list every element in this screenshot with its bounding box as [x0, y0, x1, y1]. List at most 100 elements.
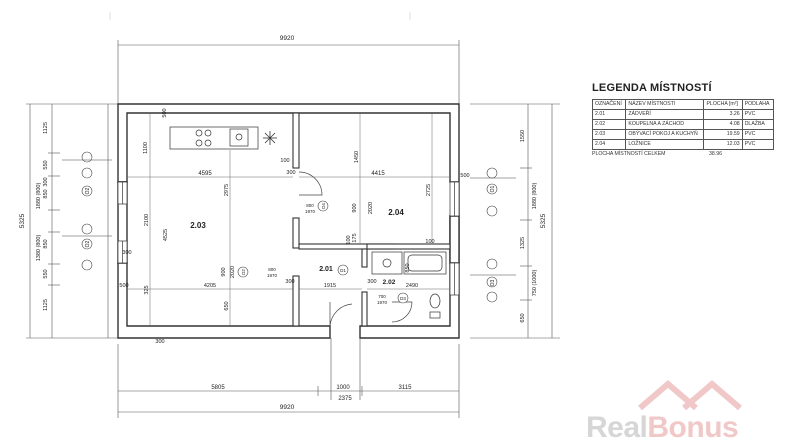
door-marks [237, 200, 409, 304]
legend-cell: LOŽNICE [625, 139, 705, 150]
dim-low-d: 900 [221, 267, 227, 276]
dim-kitchen-depth: 2975 [224, 184, 230, 196]
dim-kitchen-counter: 1100 [143, 142, 149, 154]
legend-cell: OBÝVACÍ POKOJ A KUCHYŇ [625, 129, 705, 140]
dim-left-7: 550 [43, 269, 49, 278]
dim-bottom-overall: 9920 [280, 404, 295, 411]
legend-cell: ZÁDVEŘÍ [625, 109, 705, 120]
dim-left-overall: 5325 [19, 213, 26, 228]
window-tag-o3: O3 [490, 279, 496, 286]
dim-left-5: 1380 (800) [36, 235, 42, 262]
dim-wall-d: 100 [346, 235, 352, 244]
legend-row: 2.02 KOUPELNA A ZÁCHOD 4.08 DLAŽBA [591, 119, 775, 130]
dim-right-5: 650 [520, 313, 526, 322]
logo-text-real: Real [586, 411, 648, 444]
interior-walls [292, 112, 451, 327]
dim-top-wall: 500 [162, 108, 168, 117]
doors [298, 171, 413, 327]
door-size-d3: 700 [378, 294, 386, 299]
right-dimension-lines [470, 103, 560, 339]
dim-low-c: 500 [119, 283, 128, 289]
door-mark-d2: D2 [241, 269, 246, 275]
logo-text: RealBonus [586, 411, 739, 445]
legend-cell: 2.03 [591, 129, 627, 140]
dim-wall-left-low: 300 [155, 339, 164, 345]
dim-bottom-seg-1: 5805 [211, 385, 225, 391]
legend-cell: PVC [741, 129, 775, 140]
door-size-d4-h: 1970 [305, 209, 316, 214]
dim-hall-wall: 300 [285, 279, 294, 285]
dim-right-4: 750 (1000) [532, 270, 538, 297]
windows [117, 181, 460, 296]
legend-cell: 19.59 [703, 129, 743, 140]
dim-top-overall: 9920 [280, 35, 295, 42]
dim-bath-a: 850 [405, 263, 411, 272]
left-dimension-lines [26, 103, 118, 339]
dim-low-b: 325 [144, 285, 150, 294]
legend-row: 2.01 ZÁDVEŘÍ 3.26 PVC [591, 109, 775, 120]
legend-table: OZNAČENÍ NÁZEV MÍSTNOSTI PLOCHA [m²] POD… [591, 99, 775, 150]
dim-low-e: 650 [224, 301, 230, 310]
dim-left-8: 1125 [43, 299, 49, 311]
door-size-d2-h: 1970 [267, 273, 278, 278]
legend-cell: 3.26 [703, 109, 743, 120]
logo-roof-icon [638, 380, 742, 411]
legend-cell: 12.03 [703, 139, 743, 150]
outer-walls [117, 103, 460, 339]
door-size-d2: 800 [268, 267, 276, 272]
dim-wall-left-mid: 300 [122, 250, 131, 256]
dim-left-9: 300 [43, 177, 49, 186]
dim-room-height-right-upper: 1450 [354, 151, 360, 163]
dim-right-3: 1325 [520, 237, 526, 249]
legend-header-area: PLOCHA [m²] [703, 99, 743, 110]
window-tag-o2-b: O2 [85, 240, 91, 247]
legend-cell: 4.08 [703, 119, 743, 130]
room-label-2-01: 2.01 [319, 266, 333, 273]
dim-low-g: 2020 [230, 266, 236, 278]
dim-wall-mid: 100 [280, 158, 289, 164]
legend-header-floor: PODLAHA [741, 99, 775, 110]
kitchen-counter [169, 126, 259, 150]
door-size-d3-h: 1970 [377, 300, 388, 305]
legend-total-label: PLOCHA MÍSTNOSTÍ CELKEM [592, 151, 666, 157]
legend-total: PLOCHA MÍSTNOSTÍ CELKEM 38.96 [592, 151, 722, 157]
interior-dimension-lines [127, 113, 450, 326]
room-legend: LEGENDA MÍSTNOSTÍ OZNAČENÍ NÁZEV MÍSTNOS… [591, 82, 782, 157]
dim-left-6: 850 [43, 239, 49, 248]
legend-header-row: OZNAČENÍ NÁZEV MÍSTNOSTI PLOCHA [m²] POD… [591, 99, 775, 110]
dim-right-overall: 5325 [540, 213, 547, 228]
dim-bottom-seg-2: 1000 [336, 385, 350, 391]
dim-right-1: 1550 [520, 130, 526, 142]
dim-room-height-right: 2725 [426, 184, 432, 196]
legend-row: 2.03 OBÝVACÍ POKOJ A KUCHYŇ 19.59 PVC [591, 129, 775, 140]
window-tag-o2-a: O2 [85, 187, 91, 194]
dim-low-f: 300 [367, 279, 376, 285]
room-label-2-02: 2.02 [383, 279, 396, 286]
legend-header-code: OZNAČENÍ [591, 99, 627, 110]
dim-wall-r: 300 [286, 170, 295, 176]
dim-left-3: 1880 (800) [36, 183, 42, 210]
dim-left-2: 550 [43, 160, 49, 169]
left-window-tags [62, 151, 112, 271]
dim-right-2: 1880 (800) [532, 183, 538, 210]
dim-bottom-door: 2375 [338, 396, 352, 402]
legend-cell: 2.02 [591, 119, 627, 130]
legend-cell: DLAŽBA [741, 119, 775, 130]
legend-row: 2.04 LOŽNICE 12.03 PVC [591, 139, 775, 150]
dim-room-width-left: 4595 [198, 171, 212, 177]
realbonus-logo: RealBonus [585, 373, 790, 445]
room-label-2-04: 2.04 [388, 208, 404, 217]
legend-cell: 2.01 [591, 109, 627, 120]
dim-bottom-seg-3: 3115 [399, 385, 413, 391]
dim-room-height-inner: 2100 [144, 214, 150, 226]
door-mark-d4: D4 [321, 203, 326, 209]
top-dimension [117, 40, 460, 105]
dim-room-height-left: 4525 [163, 229, 169, 241]
dim-low-a: 4205 [204, 283, 216, 289]
right-window-tags [470, 167, 516, 303]
window-tag-o1: O1 [490, 185, 496, 192]
dim-bath-c: 2490 [406, 283, 418, 289]
dim-wall-c: 175 [352, 233, 358, 242]
dim-wall-b: 2020 [368, 202, 374, 214]
ceiling-light-icon [263, 131, 277, 145]
